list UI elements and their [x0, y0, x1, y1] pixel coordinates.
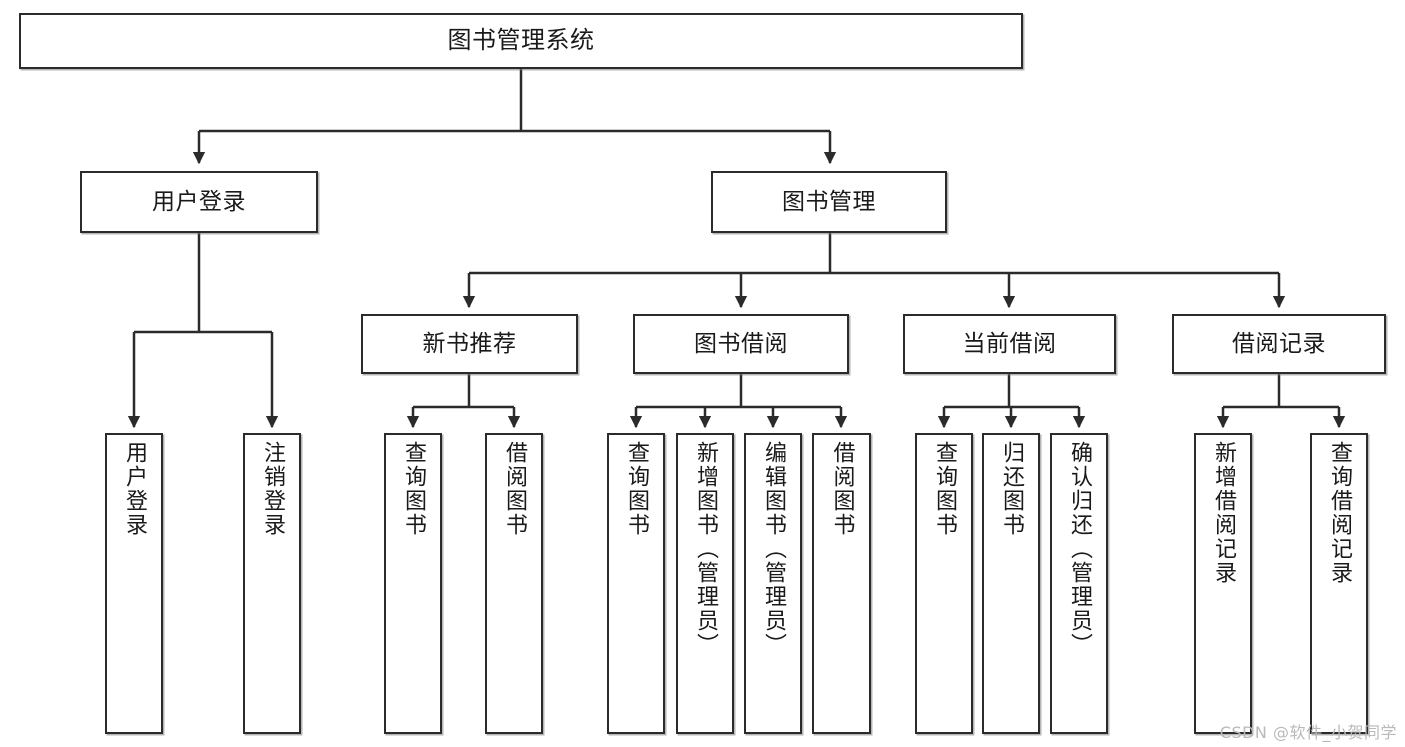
- leaf-recommend-borrow-book[interactable]: 借阅图书: [485, 433, 543, 734]
- node-label: 编辑图书（管理员）: [761, 441, 786, 657]
- leaf-recommend-query-book[interactable]: 查询图书: [384, 433, 442, 734]
- leaf-current-query-book[interactable]: 查询图书: [915, 433, 973, 734]
- leaf-borrow-add-book[interactable]: 新增图书（管理员）: [676, 433, 734, 734]
- node-label: 用户登录: [122, 441, 147, 537]
- node-label: 归还图书: [999, 441, 1024, 537]
- node-label: 用户登录: [152, 188, 246, 215]
- node-label: 新增图书（管理员）: [693, 441, 718, 657]
- leaf-current-confirm-return[interactable]: 确认归还（管理员）: [1050, 433, 1108, 734]
- node-book-management[interactable]: 图书管理: [711, 171, 947, 233]
- node-new-book-recommendation[interactable]: 新书推荐: [361, 314, 578, 374]
- node-label: 查询图书: [932, 441, 957, 537]
- node-current-borrowing[interactable]: 当前借阅: [903, 314, 1116, 374]
- leaf-borrow-query-book[interactable]: 查询图书: [607, 433, 665, 734]
- node-label: 确认归还（管理员）: [1067, 441, 1092, 657]
- node-label: 图书借阅: [694, 330, 788, 357]
- csdn-watermark: CSDN @软件_小贺同学: [1219, 723, 1397, 742]
- node-label: 新增借阅记录: [1211, 441, 1236, 585]
- node-label: 注销登录: [260, 441, 285, 537]
- node-borrowing-record[interactable]: 借阅记录: [1172, 314, 1386, 374]
- node-label: 借阅图书: [829, 441, 855, 537]
- node-book-borrowing[interactable]: 图书借阅: [633, 314, 849, 374]
- leaf-user-logout[interactable]: 注销登录: [243, 433, 301, 734]
- node-label: 查询图书: [401, 441, 426, 537]
- leaf-user-login[interactable]: 用户登录: [105, 433, 163, 734]
- node-root-system[interactable]: 图书管理系统: [19, 13, 1023, 69]
- node-label: 查询图书: [624, 441, 649, 537]
- leaf-record-add-record[interactable]: 新增借阅记录: [1194, 433, 1252, 734]
- leaf-borrow-borrow-book[interactable]: 借阅图书: [812, 433, 871, 734]
- node-label: 图书管理: [782, 188, 876, 215]
- node-user-login[interactable]: 用户登录: [80, 171, 318, 233]
- leaf-borrow-edit-book[interactable]: 编辑图书（管理员）: [744, 433, 802, 734]
- node-label: 当前借阅: [962, 330, 1057, 357]
- node-label: 查询借阅记录: [1327, 441, 1352, 585]
- node-label: 借阅记录: [1232, 330, 1326, 357]
- node-label: 借阅图书: [502, 441, 527, 537]
- leaf-current-return-book[interactable]: 归还图书: [982, 433, 1040, 734]
- node-label: 图书管理系统: [447, 26, 595, 55]
- node-label: 新书推荐: [422, 330, 517, 357]
- leaf-record-query-record[interactable]: 查询借阅记录: [1310, 433, 1368, 734]
